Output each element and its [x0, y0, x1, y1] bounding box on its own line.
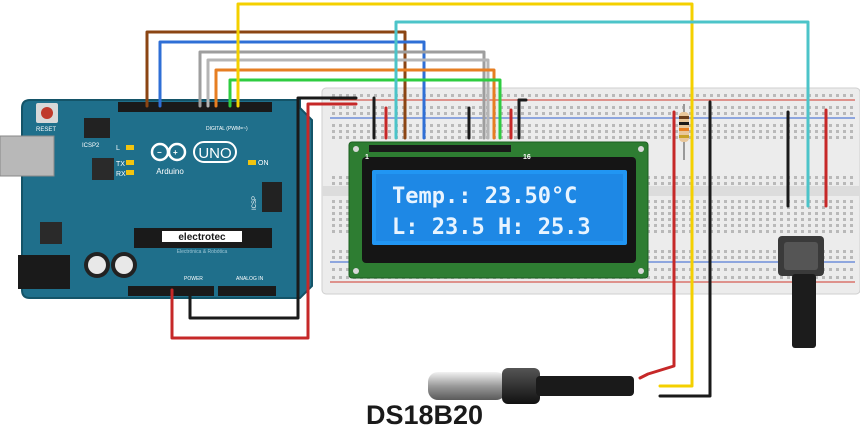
svg-text:−: − [157, 148, 162, 157]
wire-black-sensor [658, 100, 712, 398]
wire-gray-1 [198, 50, 486, 140]
chip-label: electrotec [178, 232, 226, 243]
wire-cyan [394, 20, 810, 208]
resistor [679, 104, 689, 160]
tx-label: TX [116, 161, 125, 168]
arduino-board: electrotec Electrónica & Robótica RESET … [0, 99, 313, 299]
dc-jack [18, 255, 70, 289]
usb-port [0, 135, 55, 177]
wires [145, 2, 828, 398]
wire-blue [158, 40, 426, 140]
potentiometer [778, 236, 824, 348]
icsp2-header [84, 118, 110, 138]
analog-label: ANALOG IN [236, 276, 264, 282]
lcd-line-1: Temp.: 23.50°C [392, 184, 577, 209]
rx-label: RX [116, 171, 126, 178]
l-led-label: L [116, 145, 120, 152]
power-label: POWER [184, 276, 203, 282]
lcd-pin-first: 1 [365, 154, 369, 161]
sensor-caption: DS18B20 [366, 400, 484, 430]
analog-header [218, 286, 276, 296]
wire-black-arduino [188, 96, 358, 320]
reset-label: RESET [36, 127, 56, 133]
chip-sublabel: Electrónica & Robótica [177, 249, 228, 255]
wire-gray-2 [206, 58, 490, 140]
voltage-regulator [40, 222, 62, 244]
icsp2-label: ICSP2 [82, 143, 100, 149]
ds18b20-sensor [428, 368, 634, 404]
wire-yellow [236, 2, 694, 388]
lcd-pin-last: 16 [523, 154, 531, 161]
digital-label: DIGITAL (PWM=~) [206, 126, 248, 132]
wire-brown [145, 30, 407, 140]
lcd-module: 1 16 Temp.: 23.50°C L: 23.5 H: 25.3 [348, 141, 649, 279]
lcd-line-2: L: 23.5 H: 25.3 [392, 215, 591, 240]
icsp-header [262, 182, 282, 212]
wire-red-arduino [170, 102, 358, 340]
icsp-label: ICSP [252, 196, 258, 210]
model-label: UNO [198, 145, 231, 162]
wire-orange [214, 68, 496, 140]
wire-red-sensor [638, 110, 676, 380]
wire-green [228, 78, 502, 140]
brand-label: Arduino [156, 167, 184, 176]
usb-chip [92, 158, 114, 180]
on-label: ON [258, 160, 269, 167]
svg-text:+: + [173, 148, 178, 157]
arduino-logo-icon: − + [150, 142, 187, 162]
digital-header [118, 102, 272, 112]
